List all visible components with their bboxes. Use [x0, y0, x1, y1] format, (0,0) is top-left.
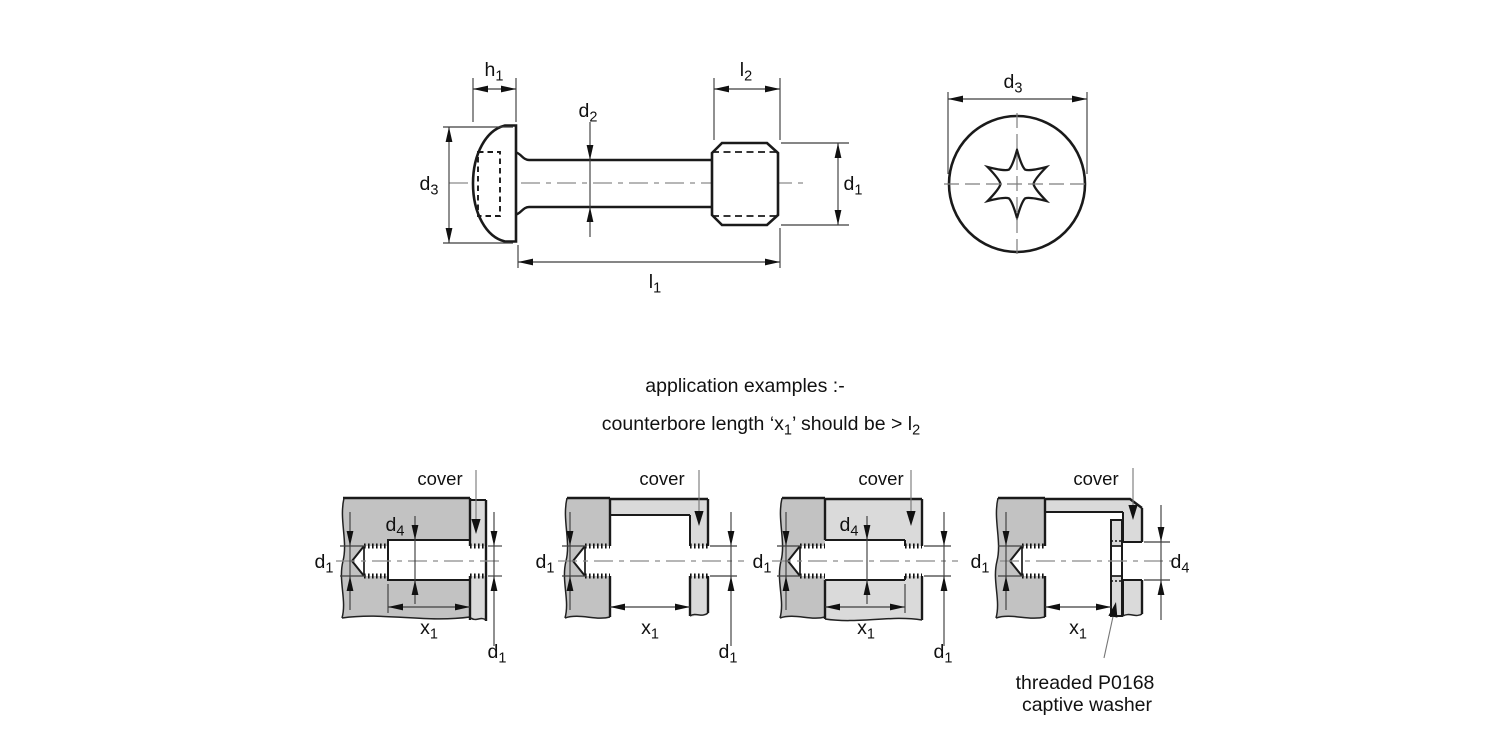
tapped-hole: [352, 546, 388, 576]
dim-label-d4: d4: [386, 514, 405, 540]
l2-dimension: l2: [713, 59, 781, 140]
d1-left-dimension: d1: [315, 512, 366, 610]
dim-label-d3-end: d3: [1004, 71, 1023, 97]
dim-label-d1: d1: [315, 551, 334, 577]
screw-head: [471, 124, 518, 243]
tapped-hole: [788, 546, 825, 576]
tapped-hole: [573, 546, 610, 576]
application-example-4: cover d1 x1 d4 th: [971, 468, 1189, 716]
d1-left-dimension: d1: [536, 512, 586, 610]
dim-label-d4: d4: [1171, 551, 1190, 577]
cover-callout: cover: [858, 468, 916, 526]
cover-label: cover: [858, 468, 903, 489]
cover-hole: [470, 546, 486, 576]
d3-dimension-end-view: d3: [947, 71, 1088, 174]
application-notes: application examples :- counterbore leng…: [602, 375, 920, 439]
cover-label: cover: [639, 468, 684, 489]
dim-label-d1: d1: [753, 551, 772, 577]
application-example-1: cover d1 d4 x1: [315, 468, 507, 667]
dim-label-d1: d1: [844, 173, 863, 199]
dim-label-d1: d1: [719, 641, 738, 667]
dim-label-d1: d1: [488, 641, 507, 667]
cover-callout: cover: [417, 468, 481, 534]
d1-dimension: d1: [781, 142, 863, 226]
d3-dimension: d3: [420, 126, 513, 244]
counterbore: [825, 540, 905, 580]
washer-callout: threaded P0168 captive washer: [1016, 601, 1155, 716]
x1-dimension: x1: [825, 584, 906, 643]
d2-dimension: d2: [579, 100, 598, 237]
cover-wall-lower: [1123, 580, 1142, 616]
notes-heading: application examples :-: [645, 375, 844, 397]
h1-dimension: h1: [472, 59, 517, 122]
cover-flange: [1045, 499, 1142, 512]
d1-left-dimension: d1: [753, 512, 801, 610]
d4-dimension: d4: [386, 514, 419, 604]
x1-dimension: x1: [610, 603, 690, 643]
dim-label-d4: d4: [840, 514, 859, 540]
d1-left-dimension: d1: [971, 512, 1024, 610]
screw-shank: [515, 151, 712, 216]
l1-dimension: l1: [517, 228, 781, 297]
torx-recess-hidden-outline: [477, 151, 501, 217]
counterbore: [388, 540, 470, 580]
d1-right-dimension: d1: [488, 512, 507, 667]
application-example-3: cover d1 d4 x1: [753, 468, 958, 667]
cover-label: cover: [417, 468, 462, 489]
x1-dimension: x1: [387, 584, 470, 643]
dim-label-d1: d1: [536, 551, 555, 577]
dim-label-x1: x1: [641, 617, 659, 643]
side-elevation-view: h1 l2 d3 d2: [420, 59, 863, 297]
cover-wall-upper: [1123, 512, 1142, 542]
d1-right-dimension: d1: [924, 512, 952, 667]
dim-label-d1: d1: [971, 551, 990, 577]
dim-label-x1: x1: [420, 617, 438, 643]
x1-dimension: x1: [1045, 603, 1111, 643]
d4-dimension: d4: [840, 514, 871, 604]
dim-label-x1: x1: [857, 617, 875, 643]
dim-label-d3: d3: [420, 173, 439, 199]
cover-label: cover: [1073, 468, 1118, 489]
cover-callout: cover: [639, 468, 704, 526]
cover-callout: cover: [1073, 468, 1138, 520]
d4-right-dimension: d4: [1144, 505, 1189, 620]
dim-label-h1: h1: [485, 59, 504, 85]
application-example-2: cover d1 x1 d1: [536, 468, 744, 667]
d1-right-dimension: d1: [710, 512, 737, 667]
formed-cover: [610, 499, 708, 617]
end-view: d3: [944, 71, 1090, 256]
cover-hole: [690, 546, 708, 576]
threaded-end: [710, 141, 780, 227]
dim-label-x1: x1: [1069, 617, 1087, 643]
washer-note-line1: threaded P0168: [1016, 672, 1155, 694]
washer-note-line2: captive washer: [1022, 694, 1153, 716]
notes-rule: counterbore length ‘x1’ should be > l2: [602, 413, 920, 439]
dim-label-d1: d1: [934, 641, 953, 667]
cover-tapped-hole: [905, 546, 922, 576]
dim-label-d2: d2: [579, 100, 598, 126]
dim-label-l1: l1: [649, 271, 661, 297]
dim-label-l2: l2: [740, 59, 752, 85]
